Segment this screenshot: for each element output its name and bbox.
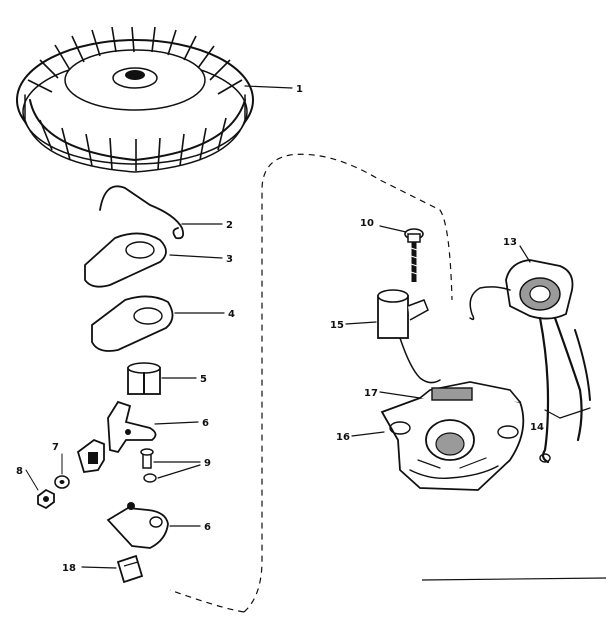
part-coil-13: 13 xyxy=(469,237,574,321)
dashed-guide-line xyxy=(169,589,245,613)
part-leads-14: 14 xyxy=(530,316,591,464)
part-breaker-arm: 6 xyxy=(107,400,209,454)
callout-16: 16 xyxy=(336,432,350,443)
callout-3: 3 xyxy=(226,254,233,265)
callout-13: 13 xyxy=(503,237,517,248)
callout-18: 18 xyxy=(62,563,76,574)
callout-5: 5 xyxy=(200,374,207,385)
part-stator-16: 16 17 xyxy=(336,381,525,491)
callout-9: 9 xyxy=(204,458,211,469)
callout-4: 4 xyxy=(228,309,235,320)
part-cam-5: 5 xyxy=(127,362,207,395)
part-flywheel: 1 xyxy=(16,26,303,173)
part-screw-10: 10 xyxy=(360,218,424,282)
part-condenser-15: 15 xyxy=(330,289,441,384)
part-lower-bracket: 6 xyxy=(106,502,211,549)
callout-8: 8 xyxy=(16,466,23,477)
callout-6a: 6 xyxy=(202,418,209,429)
callout-6b: 6 xyxy=(204,522,211,533)
callout-14: 14 xyxy=(530,422,544,433)
callout-15: 15 xyxy=(330,320,344,331)
callout-7: 7 xyxy=(52,442,59,453)
callout-10: 10 xyxy=(360,218,374,229)
part-gasket-4: 4 xyxy=(91,295,235,352)
callout-2: 2 xyxy=(226,220,233,231)
part-clip-18: 18 xyxy=(62,554,144,584)
baseline-rule xyxy=(421,577,607,581)
part-spring-clip: 2 xyxy=(99,185,233,240)
part-plate-3: 3 xyxy=(84,232,233,288)
callout-17: 17 xyxy=(364,388,378,399)
part-screw-9: 9 xyxy=(140,448,211,483)
dashed-kit-boundary xyxy=(243,153,453,613)
part-contact-bracket xyxy=(76,438,105,474)
callout-1: 1 xyxy=(296,84,303,95)
part-nut-8: 8 xyxy=(16,466,55,510)
part-washer-7: 7 xyxy=(52,442,70,489)
